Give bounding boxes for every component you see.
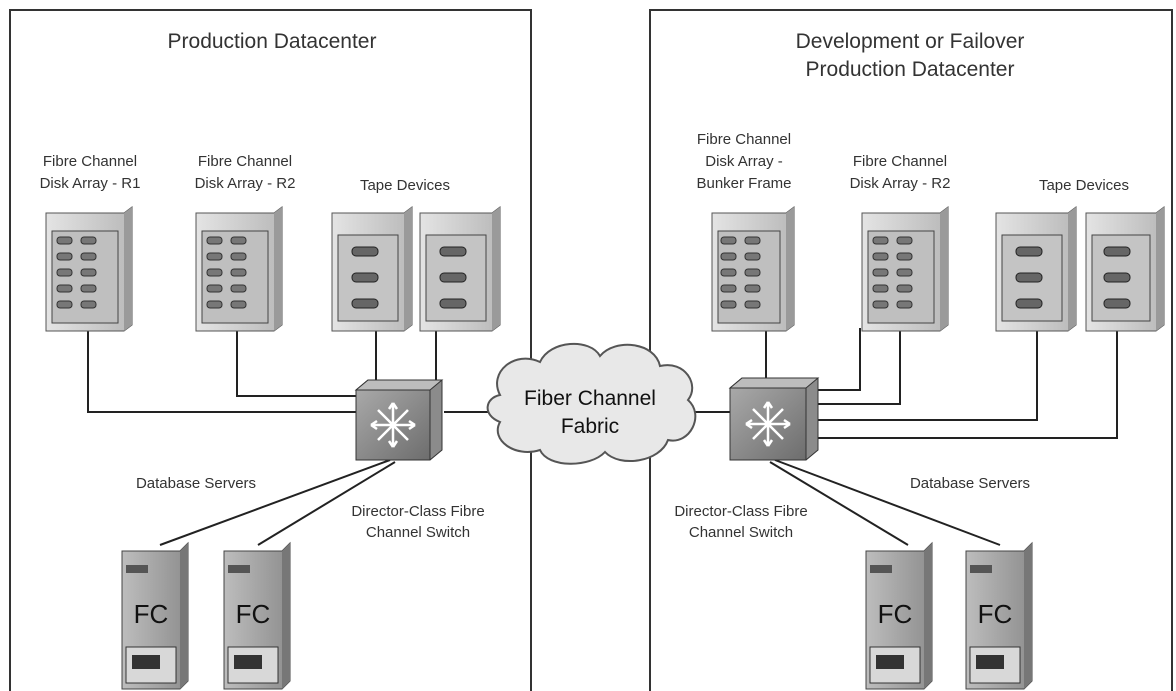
right-r2-label-line1: Fibre Channel: [853, 153, 947, 170]
tape-devices-label: Tape Devices: [360, 177, 450, 194]
fabric-label-line2: Fabric: [561, 415, 619, 438]
bunker-array-label-line3: Bunker Frame: [696, 175, 791, 192]
svg-text:FC: FC: [978, 599, 1013, 629]
fiber-channel-fabric-cloud: Fiber Channel Fabric: [486, 343, 697, 465]
bunker-array-label-line2: Disk Array -: [705, 153, 783, 170]
right-r2-label-line2: Disk Array - R2: [850, 175, 951, 192]
disk-array-r1-icon: [45, 206, 133, 332]
fabric-label-line1: Fiber Channel: [524, 387, 656, 410]
disk-array-r2-right-icon: [861, 206, 949, 332]
tape-device-2-icon: [419, 206, 501, 332]
tape-device-1-icon: [331, 206, 413, 332]
right-switch-label-line1: Director-Class Fibre: [674, 503, 807, 520]
disk-array-r1-label-line2: Disk Array - R1: [40, 175, 141, 192]
left-connections: [87, 325, 500, 546]
database-server-right-1-icon: FC: [865, 541, 933, 690]
left-database-servers-label: Database Servers: [136, 475, 256, 492]
tape-device-3-icon: [995, 206, 1077, 332]
tape-device-4-icon: [1085, 206, 1165, 332]
failover-title-line2: Production Datacenter: [806, 58, 1015, 81]
right-switch-label-line2: Channel Switch: [689, 524, 793, 541]
svg-text:FC: FC: [236, 599, 271, 629]
database-server-right-2-icon: FC: [965, 541, 1033, 690]
failover-title-line1: Development or Failover: [796, 30, 1025, 53]
right-tape-devices-label: Tape Devices: [1039, 177, 1129, 194]
left-switch-label-line1: Director-Class Fibre: [351, 503, 484, 520]
database-server-left-1-icon: FC: [121, 541, 189, 690]
director-switch-left-icon: [354, 379, 444, 461]
disk-array-r2-icon: [195, 206, 283, 332]
disk-array-bunker-icon: [711, 206, 795, 332]
disk-array-r1-label-line1: Fibre Channel: [43, 153, 137, 170]
database-server-left-2-icon: FC: [223, 541, 291, 690]
disk-array-r2-label-line1: Fibre Channel: [198, 153, 292, 170]
svg-text:FC: FC: [134, 599, 169, 629]
svg-text:FC: FC: [878, 599, 913, 629]
disk-array-r2-label-line2: Disk Array - R2: [195, 175, 296, 192]
left-switch-label-line2: Channel Switch: [366, 524, 470, 541]
production-datacenter-title: Production Datacenter: [168, 30, 377, 53]
right-database-servers-label: Database Servers: [910, 475, 1030, 492]
bunker-array-label-line1: Fibre Channel: [697, 131, 791, 148]
right-connections: [672, 328, 1118, 546]
production-datacenter-frame: [9, 9, 532, 691]
director-switch-right-icon: [728, 377, 820, 461]
